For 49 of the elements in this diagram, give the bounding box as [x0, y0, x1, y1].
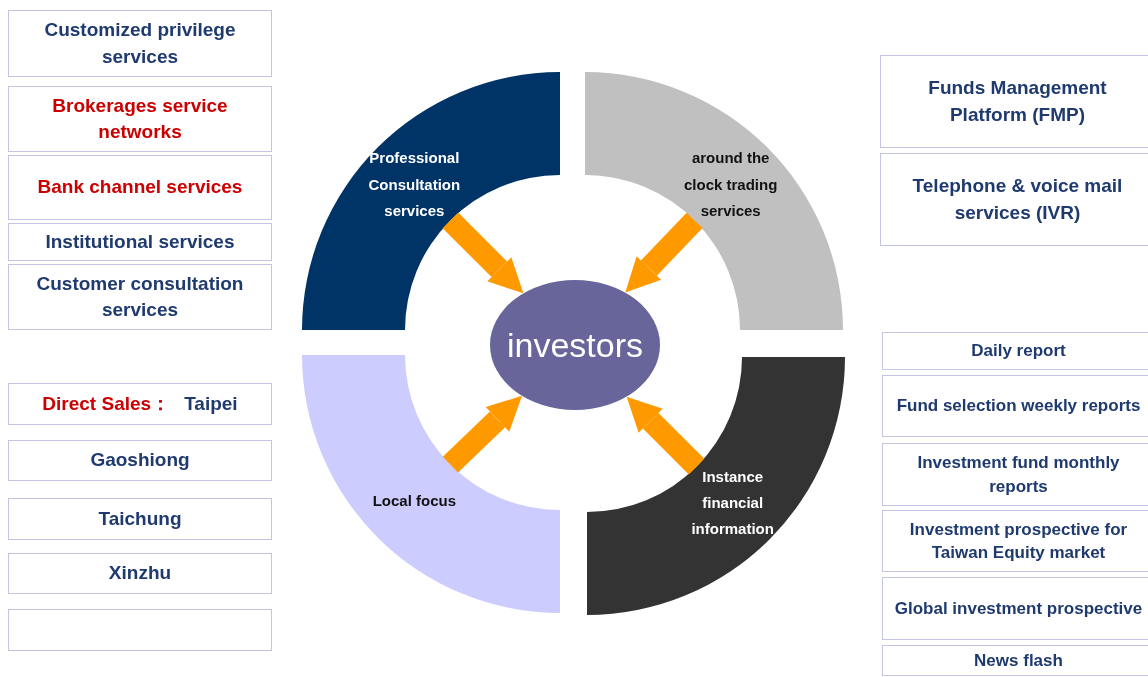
service-box [8, 223, 272, 261]
service-box [882, 510, 1148, 572]
service-label: Taichung [98, 506, 182, 531]
block-arrow [442, 212, 524, 294]
service-box [882, 645, 1148, 676]
center-label: investors [506, 325, 644, 365]
service-box [882, 443, 1148, 506]
block-arrow [626, 396, 705, 475]
service-label: Customer consultation services [35, 271, 245, 322]
service-label: Bank channel services [37, 175, 243, 200]
service-label: Taipei [184, 391, 238, 416]
service-box [882, 332, 1148, 370]
service-box [8, 86, 272, 152]
service-label: Gaoshiong [90, 448, 190, 473]
service-label: Funds Management Platform (FMP) [927, 76, 1108, 127]
service-box [8, 10, 272, 77]
block-arrow [625, 212, 703, 293]
segment-label: around the clock trading services [682, 147, 779, 221]
ring-segment [587, 357, 845, 615]
service-label: Customized privilege services [43, 18, 237, 69]
service-label: Investment prospective for Taiwan Equity market [908, 518, 1129, 564]
service-label: Global investment prospective [894, 597, 1143, 620]
service-label: Fund selection weekly reports [896, 395, 1141, 418]
service-box [880, 153, 1148, 246]
service-label: Direct Sales： [42, 391, 171, 416]
service-label: Daily report [971, 340, 1066, 363]
service-box [8, 155, 272, 220]
empty-box [8, 609, 272, 651]
service-box [8, 498, 272, 540]
segment-label: Local focus [371, 490, 457, 511]
service-label: Brokerages service networks [51, 93, 229, 144]
service-box [882, 375, 1148, 437]
service-box [882, 577, 1148, 640]
segment-label: Professional Consultation services [367, 147, 462, 221]
service-box [880, 55, 1148, 148]
ring-segment [585, 72, 843, 330]
ring-segment [302, 72, 560, 330]
service-label: News flash [974, 649, 1063, 672]
service-box [8, 440, 272, 481]
service-label: Institutional services [45, 229, 235, 254]
service-label: Investment fund monthly reports [916, 452, 1121, 498]
block-arrow [442, 395, 523, 473]
segment-label: Instance financial information [690, 466, 775, 539]
service-label: Telephone & voice mail services (IVR) [911, 174, 1124, 225]
ring-segment [302, 355, 560, 613]
service-box [8, 553, 272, 594]
service-label: Xinzhu [108, 561, 172, 586]
service-box [8, 264, 272, 330]
service-box [8, 383, 272, 425]
